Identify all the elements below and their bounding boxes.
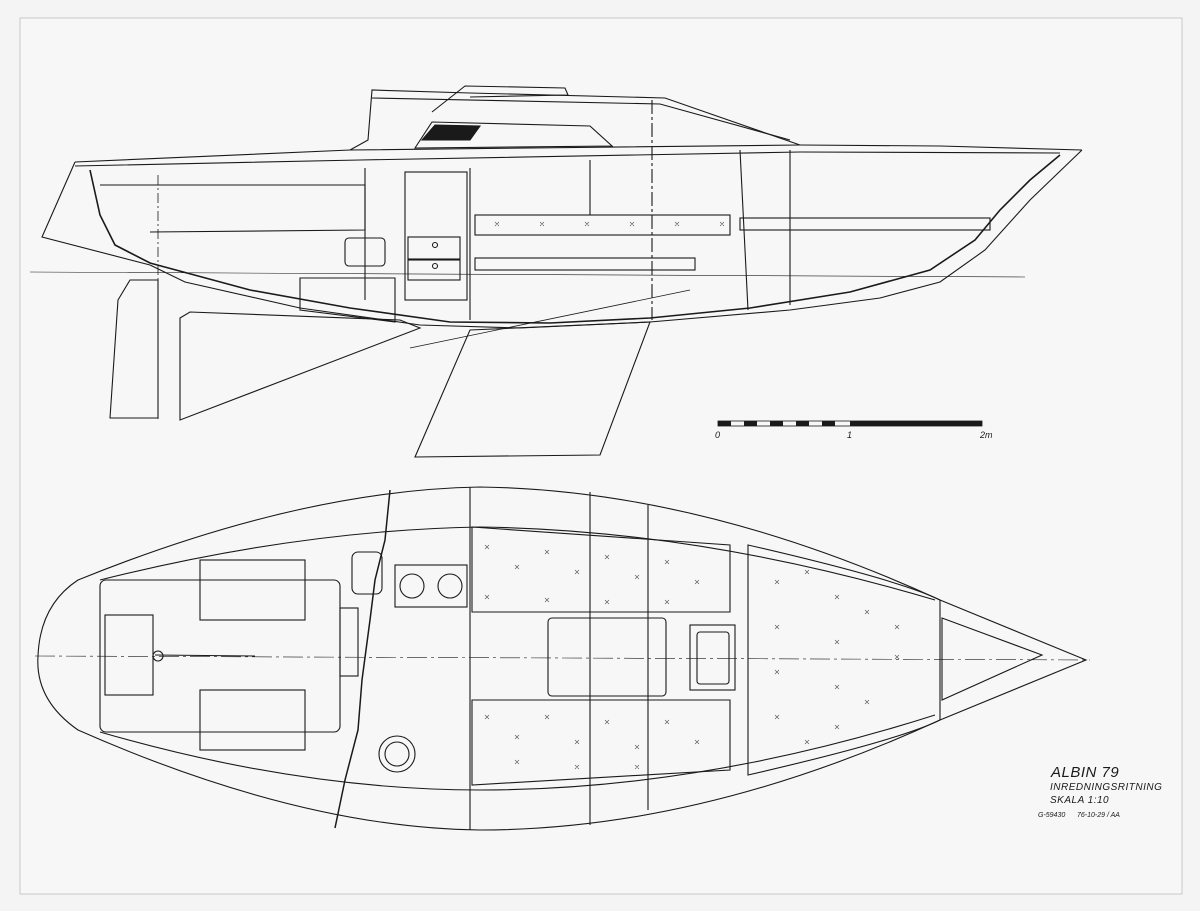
drawing-frame	[19, 17, 1183, 895]
scale-label-1: 1	[847, 430, 853, 440]
hull-bottom-cutline	[89, 154, 1061, 324]
coachroof-inner	[371, 97, 791, 141]
engine-box	[299, 277, 396, 323]
coachroof	[349, 89, 801, 151]
cabin-window	[413, 121, 614, 149]
cockpit-seat	[100, 184, 366, 233]
toilet	[378, 735, 416, 773]
deck-edge	[74, 151, 1061, 167]
forehatch-inner	[696, 631, 730, 685]
scale-label-0: 0	[715, 430, 721, 440]
drawing-number: G-59430	[1038, 812, 1066, 819]
galley-cabinet	[404, 171, 468, 301]
plan-cushion-pattern	[484, 544, 900, 770]
saloon-berth-port	[471, 526, 731, 613]
drawer-knob-1	[431, 241, 439, 249]
hull-inner	[99, 526, 936, 791]
side-elevation	[29, 85, 1083, 458]
burner-2	[437, 573, 463, 599]
scale-label-2m: 2m	[980, 430, 993, 440]
stern-transom	[41, 161, 151, 266]
forehatch	[689, 624, 736, 691]
side-cushion-pattern	[494, 221, 725, 227]
skeg	[179, 311, 422, 421]
centerline	[34, 655, 1091, 661]
burner-1	[399, 573, 425, 599]
section-cut	[334, 489, 391, 829]
cockpit-seat-stbd	[199, 689, 306, 751]
boat-name: ALBIN 79	[1051, 764, 1120, 781]
mast-step	[339, 607, 359, 677]
saloon-table	[547, 617, 667, 697]
cabin-window-dark	[420, 124, 482, 141]
drawer-2	[407, 259, 461, 281]
v-berth	[739, 217, 991, 231]
sink-basin	[344, 237, 386, 267]
upper-bunk	[474, 214, 731, 236]
prop-shaft	[409, 289, 691, 349]
tiller	[154, 654, 256, 657]
waterline	[29, 271, 1026, 278]
plan-view	[34, 486, 1091, 831]
toilet-seat	[384, 741, 410, 767]
sink	[351, 551, 383, 595]
drawing-scale: SKALA 1:10	[1050, 795, 1110, 806]
hull-outer	[149, 149, 1083, 329]
deck-outline	[37, 486, 1088, 831]
forepeak	[941, 617, 1044, 701]
drawer-knob-2	[431, 262, 439, 270]
v-berth	[747, 544, 941, 776]
rudder-head	[152, 650, 164, 662]
stove-unit	[394, 564, 468, 608]
lower-bunk	[474, 257, 696, 271]
rudder	[109, 279, 159, 419]
saloon-berth-stbd	[471, 699, 731, 786]
fin-keel	[414, 321, 651, 458]
scale-bar	[717, 420, 983, 427]
hatch	[431, 85, 569, 113]
drawing-date-initials: 76-10-29 / AA	[1077, 812, 1120, 819]
cockpit-seat-port	[199, 559, 306, 621]
drawer-1	[407, 236, 461, 260]
drawing-type: INREDNINGSRITNING	[1050, 782, 1163, 793]
